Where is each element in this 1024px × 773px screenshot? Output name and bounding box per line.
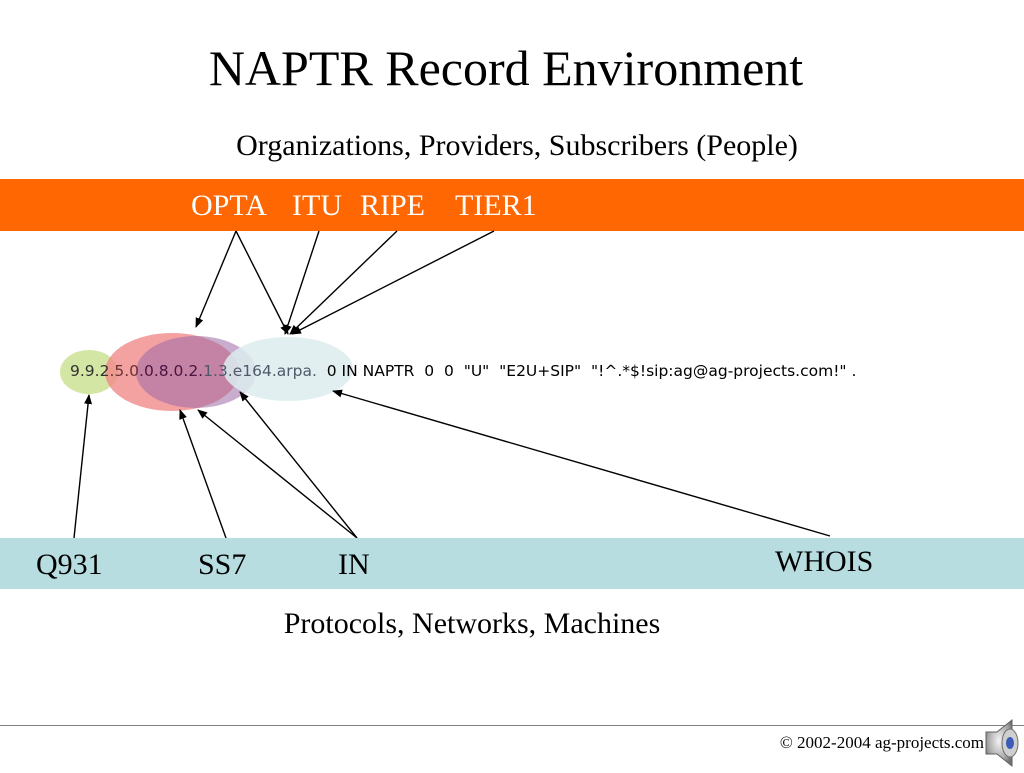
record-area-digits: .5.0 — [109, 362, 140, 380]
record-number-digits: .0.8.0.2. — [139, 362, 204, 380]
organizations-heading: Organizations, Providers, Subscribers (P… — [236, 129, 798, 162]
org-tier1: TIER1 — [455, 189, 537, 222]
arrow-q931 — [73, 394, 93, 539]
arrow-ss7 — [179, 409, 227, 539]
arrow-whois — [332, 389, 831, 537]
arrow-itu-to-domain — [284, 230, 320, 335]
protocol-whois: WHOIS — [775, 545, 874, 578]
naptr-record: 9.9.2.5.0.0.8.0.2.1.3.e164.arpa. 0 IN NA… — [70, 361, 856, 381]
organization-arrows — [195, 230, 495, 335]
record-domain: e164.arpa. — [232, 362, 317, 380]
footer-divider — [0, 725, 1024, 726]
protocol-q931: Q931 — [36, 548, 103, 581]
org-itu: ITU — [292, 189, 342, 222]
protocols-band — [0, 538, 1024, 589]
copyright-notice: © 2002-2004 ag-projects.com — [779, 733, 984, 752]
arrow-in-1 — [197, 409, 358, 539]
organizations-band — [0, 179, 1024, 231]
org-ripe: RIPE — [360, 189, 426, 222]
org-opta: OPTA — [191, 189, 267, 222]
ellipse-e164-domain — [223, 337, 353, 401]
protocol-ss7: SS7 — [198, 548, 247, 581]
record-country-digits: 9.9.2 — [70, 362, 110, 380]
arrow-tier1-to-domain — [291, 230, 495, 335]
ellipse-subscriber-number — [136, 336, 256, 408]
record-prefix-digits: 1.3. — [203, 362, 233, 380]
arrow-opta-to-number — [195, 230, 237, 328]
protocol-in: IN — [338, 548, 370, 581]
record-naptr-fields: 0 IN NAPTR 0 0 "U" "E2U+SIP" "!^.*$!sip:… — [316, 362, 857, 380]
protocol-arrows — [73, 389, 831, 539]
arrow-opta-to-domain — [235, 230, 289, 335]
slide-title: NAPTR Record Environment — [208, 40, 804, 96]
protocols-heading: Protocols, Networks, Machines — [283, 607, 661, 640]
speaker-icon[interactable] — [982, 718, 1024, 768]
arrow-in-2 — [239, 391, 358, 539]
arrow-ripe-to-domain — [289, 230, 398, 335]
ellipse-country-code — [60, 350, 118, 394]
